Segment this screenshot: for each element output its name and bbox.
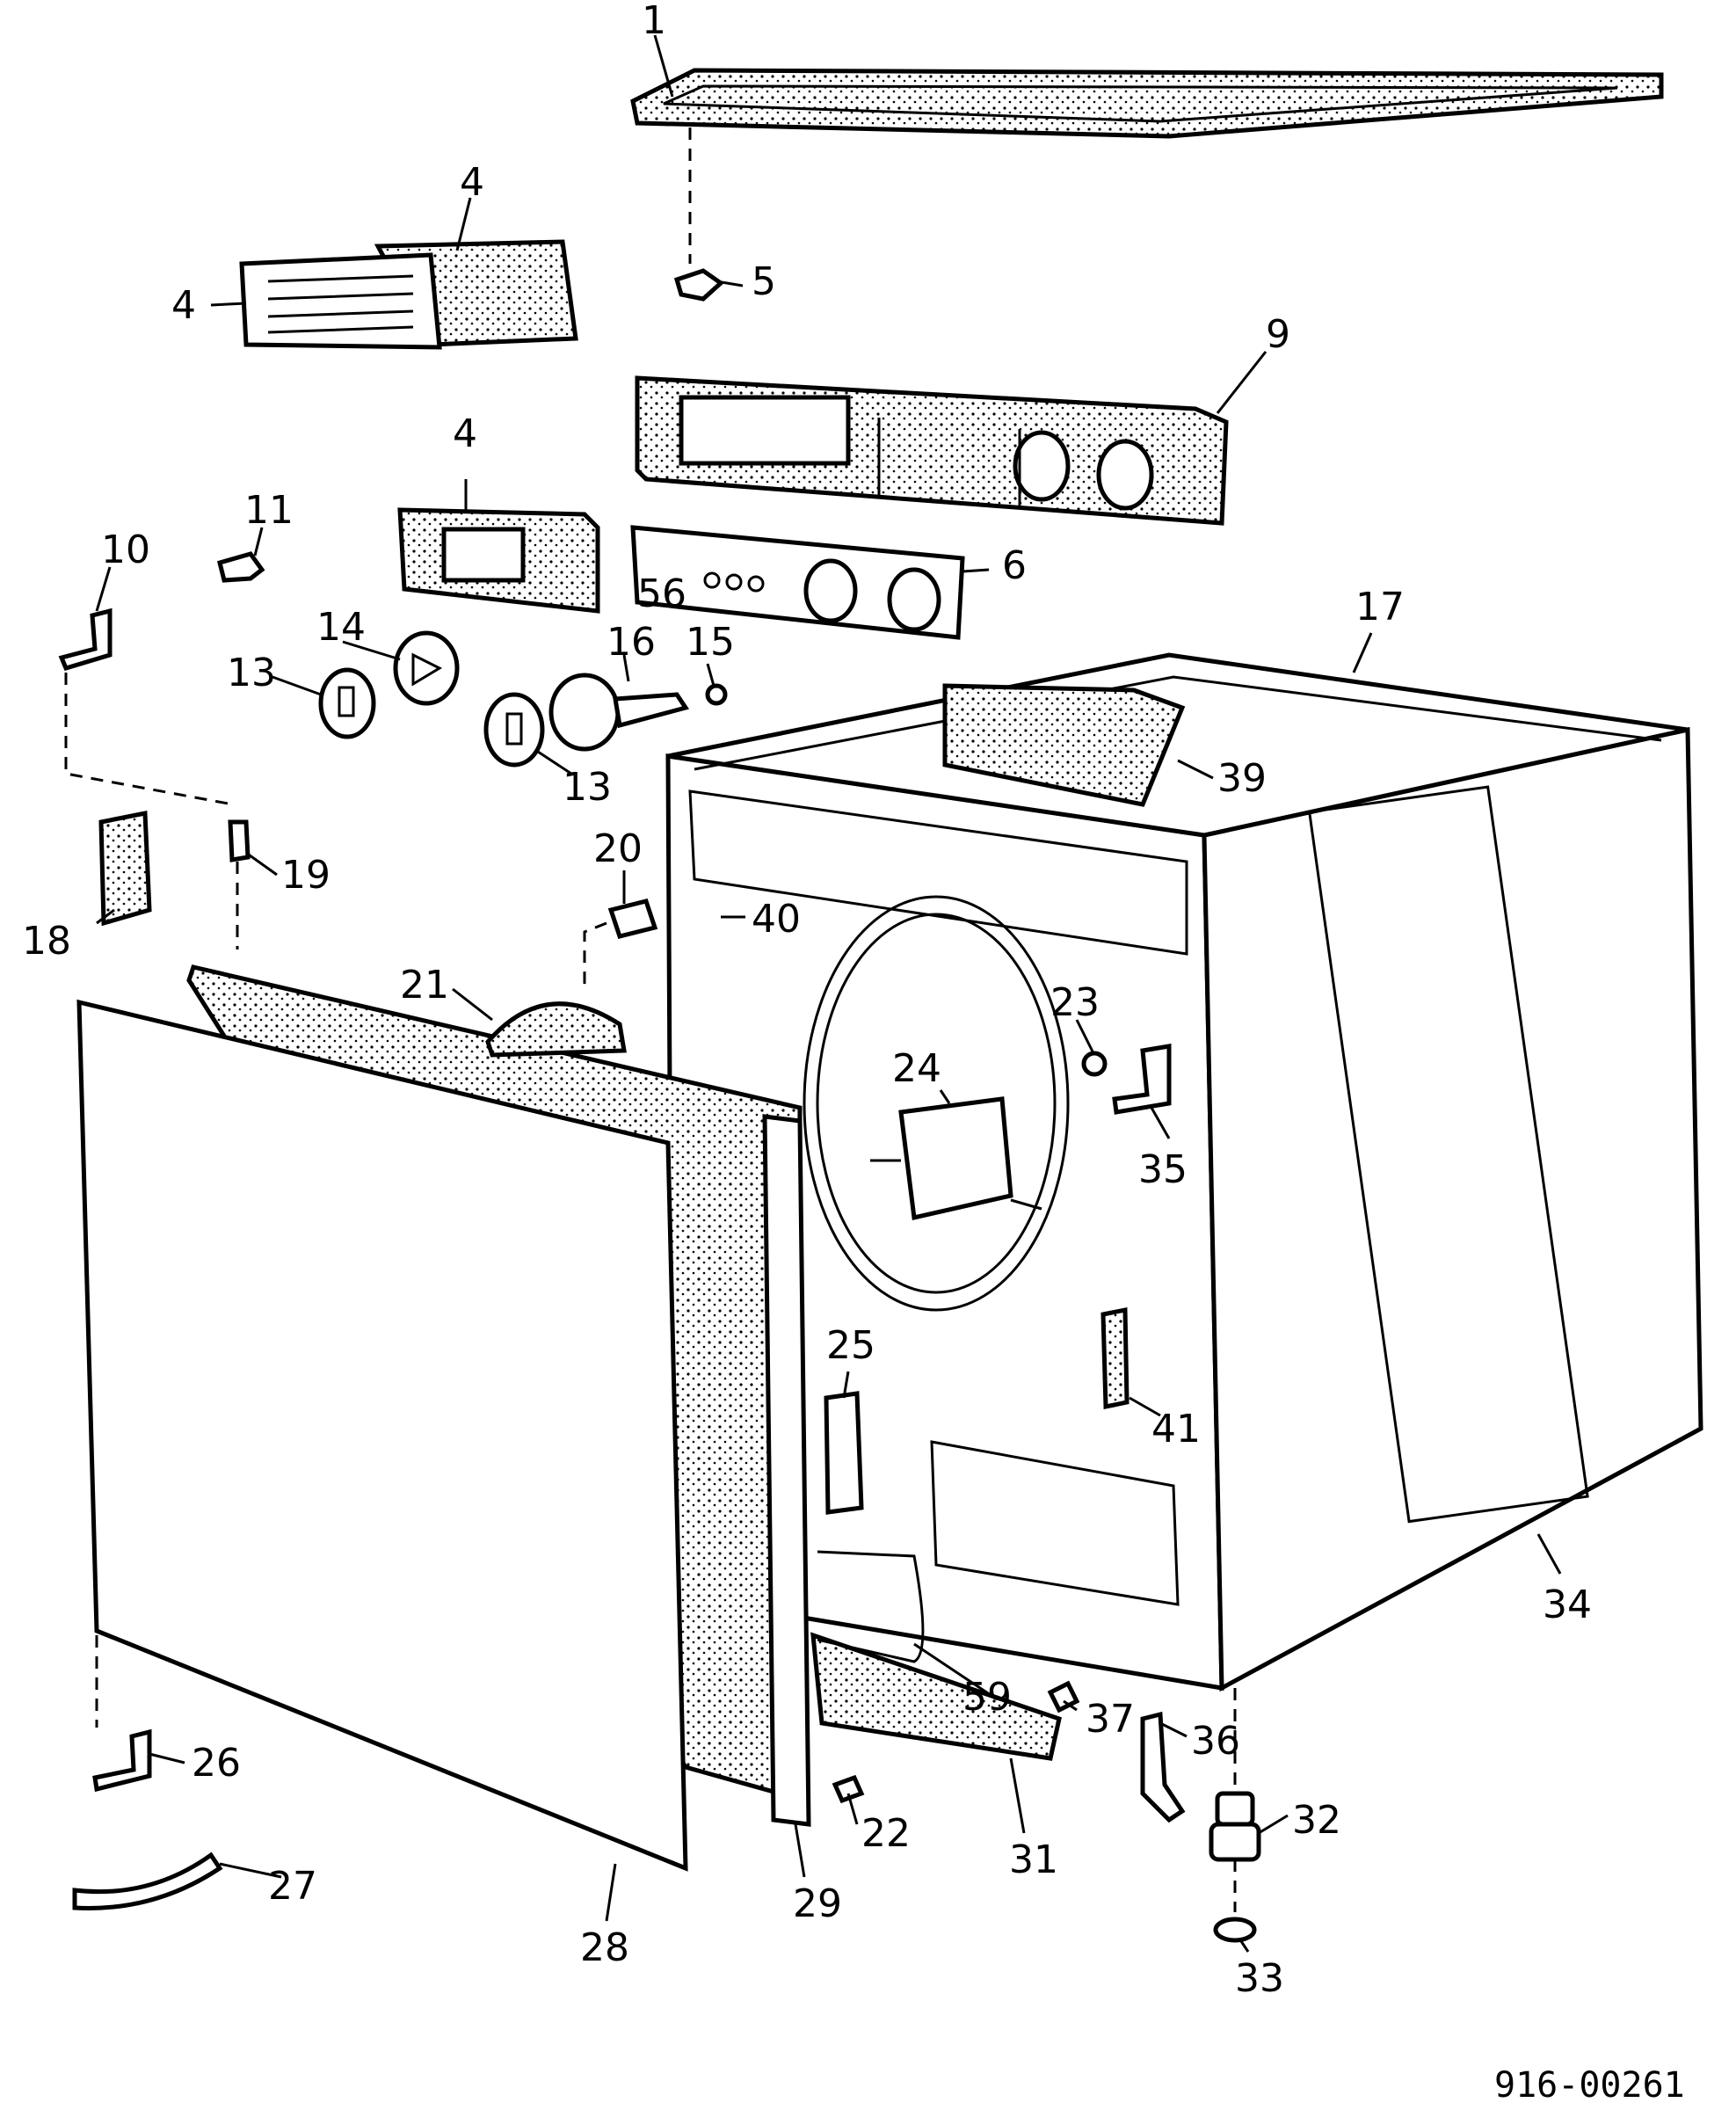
label-40: 40: [752, 897, 801, 942]
label-20: 20: [593, 826, 643, 871]
label-41: 41: [1151, 1407, 1201, 1452]
leader-20-dash: [583, 921, 607, 985]
foot-pad-33: [1213, 1917, 1257, 1943]
label-4-top: 4: [460, 160, 484, 205]
screw-22: [832, 1774, 865, 1804]
label-31: 31: [1009, 1837, 1058, 1882]
label-18: 18: [22, 919, 71, 964]
label-23: 23: [1050, 980, 1100, 1025]
callout-labels: 1 4 4 4 5 6 9 10 11 13 13 14 15 16 17 18…: [22, 0, 1685, 2106]
label-35: 35: [1138, 1147, 1188, 1192]
drain-hose-59: [817, 1550, 925, 1663]
knob-13-right: [483, 692, 545, 768]
screw-37: [1047, 1680, 1080, 1713]
door-lock-24: [870, 1096, 1042, 1221]
detergent-drawer: [397, 507, 600, 614]
control-panel-fascia: [630, 525, 965, 640]
foot-bracket-36: [1140, 1711, 1186, 1823]
door-panel-28: [76, 964, 803, 1872]
instruction-card-front: [239, 252, 442, 350]
label-28: 28: [580, 1925, 629, 1970]
label-10: 10: [101, 528, 150, 572]
door-seal-21: [485, 1001, 627, 1058]
door-hinge-29: [762, 1114, 811, 1827]
label-56: 56: [637, 571, 686, 616]
drawer-housing-39: [942, 683, 1186, 807]
indicator-lamp-11: [216, 551, 265, 583]
label-25: 25: [826, 1323, 875, 1368]
cabinet: [665, 652, 1703, 1692]
label-27: 27: [268, 1864, 317, 1909]
top-cover: [630, 68, 1664, 139]
label-13-right: 13: [563, 765, 612, 810]
sensor-41: [1100, 1306, 1129, 1410]
label-39: 39: [1217, 756, 1267, 801]
door-latch-25: [824, 1391, 864, 1515]
reference-code: 916-00261: [1494, 2065, 1685, 2106]
label-4-drawer: 4: [453, 411, 477, 456]
leader-lines: [95, 34, 1562, 1953]
label-36: 36: [1191, 1719, 1240, 1764]
label-33: 33: [1235, 1956, 1284, 2001]
label-6: 6: [1002, 543, 1027, 588]
cable-27: [72, 1852, 223, 1910]
label-21: 21: [400, 963, 449, 1008]
knob-16: [548, 673, 690, 752]
screw-19: [228, 819, 251, 862]
label-22: 22: [861, 1811, 911, 1856]
label-1: 1: [642, 0, 666, 43]
label-37: 37: [1086, 1697, 1135, 1742]
knob-14: [393, 630, 460, 706]
knob-13-left: [318, 667, 376, 739]
bracket-26: [92, 1728, 152, 1793]
label-59: 59: [962, 1675, 1012, 1720]
label-19: 19: [281, 853, 330, 898]
switch-20: [607, 899, 658, 939]
label-29: 29: [793, 1881, 842, 1926]
terminal-block-18: [98, 810, 152, 927]
bracket-35: [1112, 1044, 1172, 1115]
label-26: 26: [192, 1741, 241, 1786]
label-9: 9: [1266, 312, 1290, 357]
hinge-bracket-10: [58, 608, 113, 672]
plug-23: [1081, 1051, 1108, 1077]
screw-15: [705, 683, 728, 706]
label-14: 14: [316, 605, 366, 650]
label-4-left: 4: [171, 283, 196, 328]
control-panel-housing: [635, 375, 1229, 526]
label-5: 5: [752, 259, 776, 304]
label-32: 32: [1292, 1798, 1341, 1843]
plinth-31: [810, 1632, 1062, 1761]
label-13-left: 13: [227, 651, 276, 695]
label-34: 34: [1543, 1582, 1592, 1627]
label-11: 11: [244, 488, 294, 533]
label-16: 16: [607, 620, 656, 665]
label-24: 24: [892, 1046, 941, 1091]
leader-10-dash: [64, 673, 234, 806]
adjustable-foot-32: [1209, 1791, 1261, 1862]
label-15: 15: [686, 620, 735, 665]
label-17: 17: [1355, 585, 1405, 629]
clip-5: [673, 268, 725, 302]
